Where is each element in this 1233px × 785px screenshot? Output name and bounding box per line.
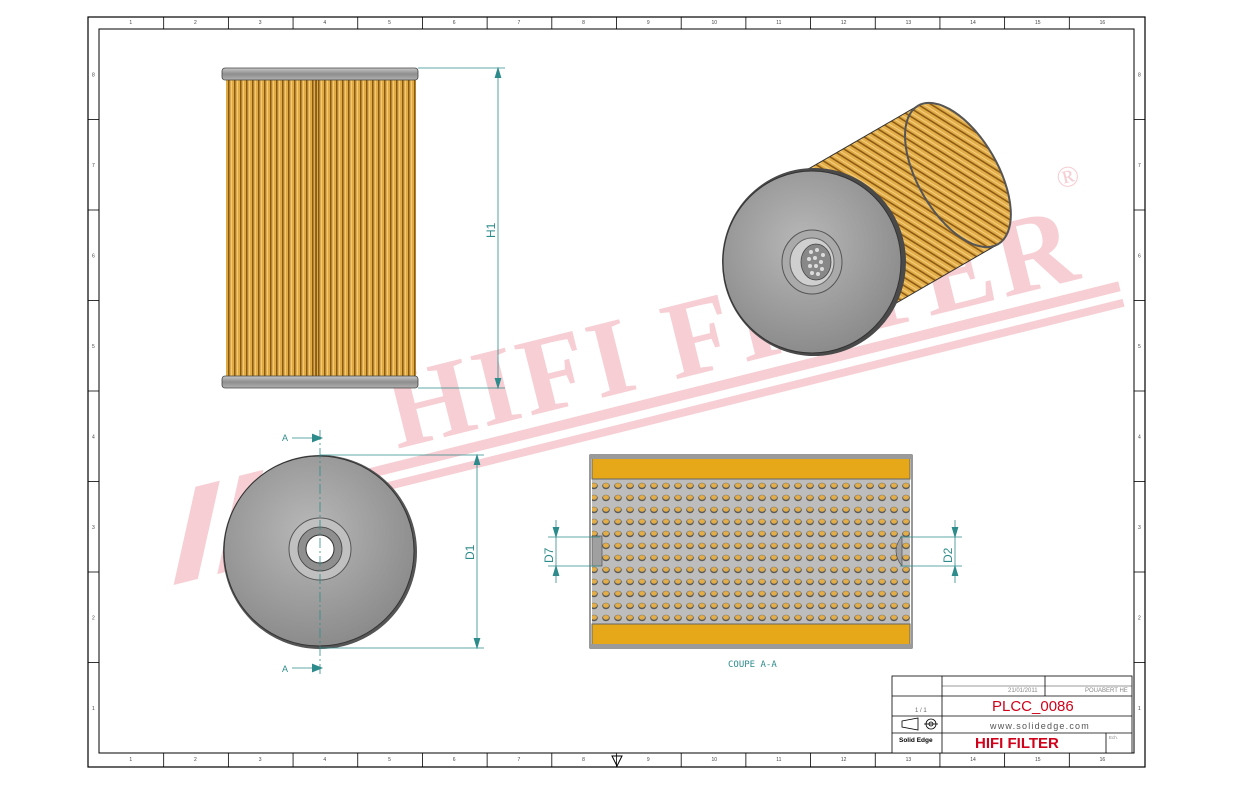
dimension-d7 [548, 520, 600, 583]
zone-row-label: 2 [1138, 615, 1141, 621]
zone-row-label: 5 [1138, 344, 1141, 350]
title-brand: HIFI FILTER [975, 735, 1059, 752]
title-date: 21/01/2011 [1008, 688, 1038, 694]
front-view [221, 67, 419, 389]
zone-row-label: 1 [92, 706, 95, 712]
dim-label-d2: D2 [941, 547, 955, 563]
zone-column-label: 13 [906, 757, 912, 763]
zone-column-label: 16 [1100, 20, 1106, 26]
zone-column-label: 12 [841, 757, 847, 763]
zone-row-label: 3 [92, 525, 95, 531]
zone-column-label: 3 [259, 757, 262, 763]
zone-column-label: 10 [712, 20, 718, 26]
zone-row-label: 1 [1138, 706, 1141, 712]
title-scale-label: Ech. [1109, 735, 1118, 740]
zone-column-label: 10 [712, 757, 718, 763]
zone-column-label: 11 [776, 20, 781, 26]
zone-column-label: 7 [517, 757, 520, 763]
section-marker-top: A [282, 433, 288, 443]
zone-column-label: 2 [194, 757, 197, 763]
zone-column-label: 2 [194, 20, 197, 26]
title-sheet: 1 / 1 [915, 708, 927, 714]
isometric-view [722, 101, 1012, 356]
zone-row-label: 6 [1138, 253, 1141, 259]
zone-column-label: 15 [1035, 20, 1041, 26]
zone-column-label: 9 [647, 757, 650, 763]
zone-row-label: 6 [92, 253, 95, 259]
zone-column-label: 12 [841, 20, 847, 26]
zone-column-label: 11 [776, 757, 781, 763]
zone-row-label: 4 [92, 434, 95, 440]
revision-triangle-icon [611, 755, 623, 768]
zone-column-label: 14 [970, 757, 976, 763]
section-view [589, 454, 913, 649]
zone-column-label: 7 [517, 20, 520, 26]
zone-column-label: 3 [259, 20, 262, 26]
dim-label-d7: D7 [542, 547, 556, 563]
zone-column-label: 9 [647, 20, 650, 26]
zone-column-label: 5 [388, 20, 391, 26]
section-caption: COUPE A-A [728, 660, 777, 670]
zone-column-label: 13 [906, 20, 912, 26]
dimension-h1 [418, 66, 505, 390]
dimension-d2 [900, 520, 962, 583]
zone-row-label: 7 [92, 163, 95, 169]
core-holes [807, 248, 825, 276]
zone-column-label: 16 [1100, 757, 1106, 763]
title-software: Solid Edge [899, 737, 933, 744]
zone-column-label: 4 [323, 20, 326, 26]
dimension-d1 [320, 453, 484, 650]
zone-row-label: 8 [92, 72, 95, 78]
dim-label-d1: D1 [463, 544, 477, 560]
zone-column-label: 5 [388, 757, 391, 763]
zone-row-label: 3 [1138, 525, 1141, 531]
zone-column-label: 8 [582, 20, 585, 26]
zone-markers: 1122334455667788991010111112121313141415… [88, 17, 1145, 767]
zone-column-label: 1 [129, 20, 132, 26]
zone-row-label: 4 [1138, 434, 1141, 440]
zone-row-label: 8 [1138, 72, 1141, 78]
dim-label-h1: H1 [484, 222, 498, 238]
zone-row-label: 7 [1138, 163, 1141, 169]
title-part-number: PLCC_0086 [992, 698, 1074, 715]
title-block [891, 675, 1133, 754]
title-website: www.solidedge.com [989, 721, 1090, 731]
zone-column-label: 6 [453, 20, 456, 26]
zone-row-label: 2 [92, 615, 95, 621]
section-marker-bottom: A [282, 664, 288, 674]
zone-column-label: 1 [129, 757, 132, 763]
zone-row-label: 5 [92, 344, 95, 350]
zone-column-label: 6 [453, 757, 456, 763]
title-author: POUABERT HE [1085, 688, 1128, 694]
zone-column-label: 15 [1035, 757, 1041, 763]
zone-column-label: 4 [323, 757, 326, 763]
section-line-a [292, 430, 324, 676]
zone-column-label: 14 [970, 20, 976, 26]
zone-column-label: 8 [582, 757, 585, 763]
projection-symbol-icon [901, 717, 938, 731]
